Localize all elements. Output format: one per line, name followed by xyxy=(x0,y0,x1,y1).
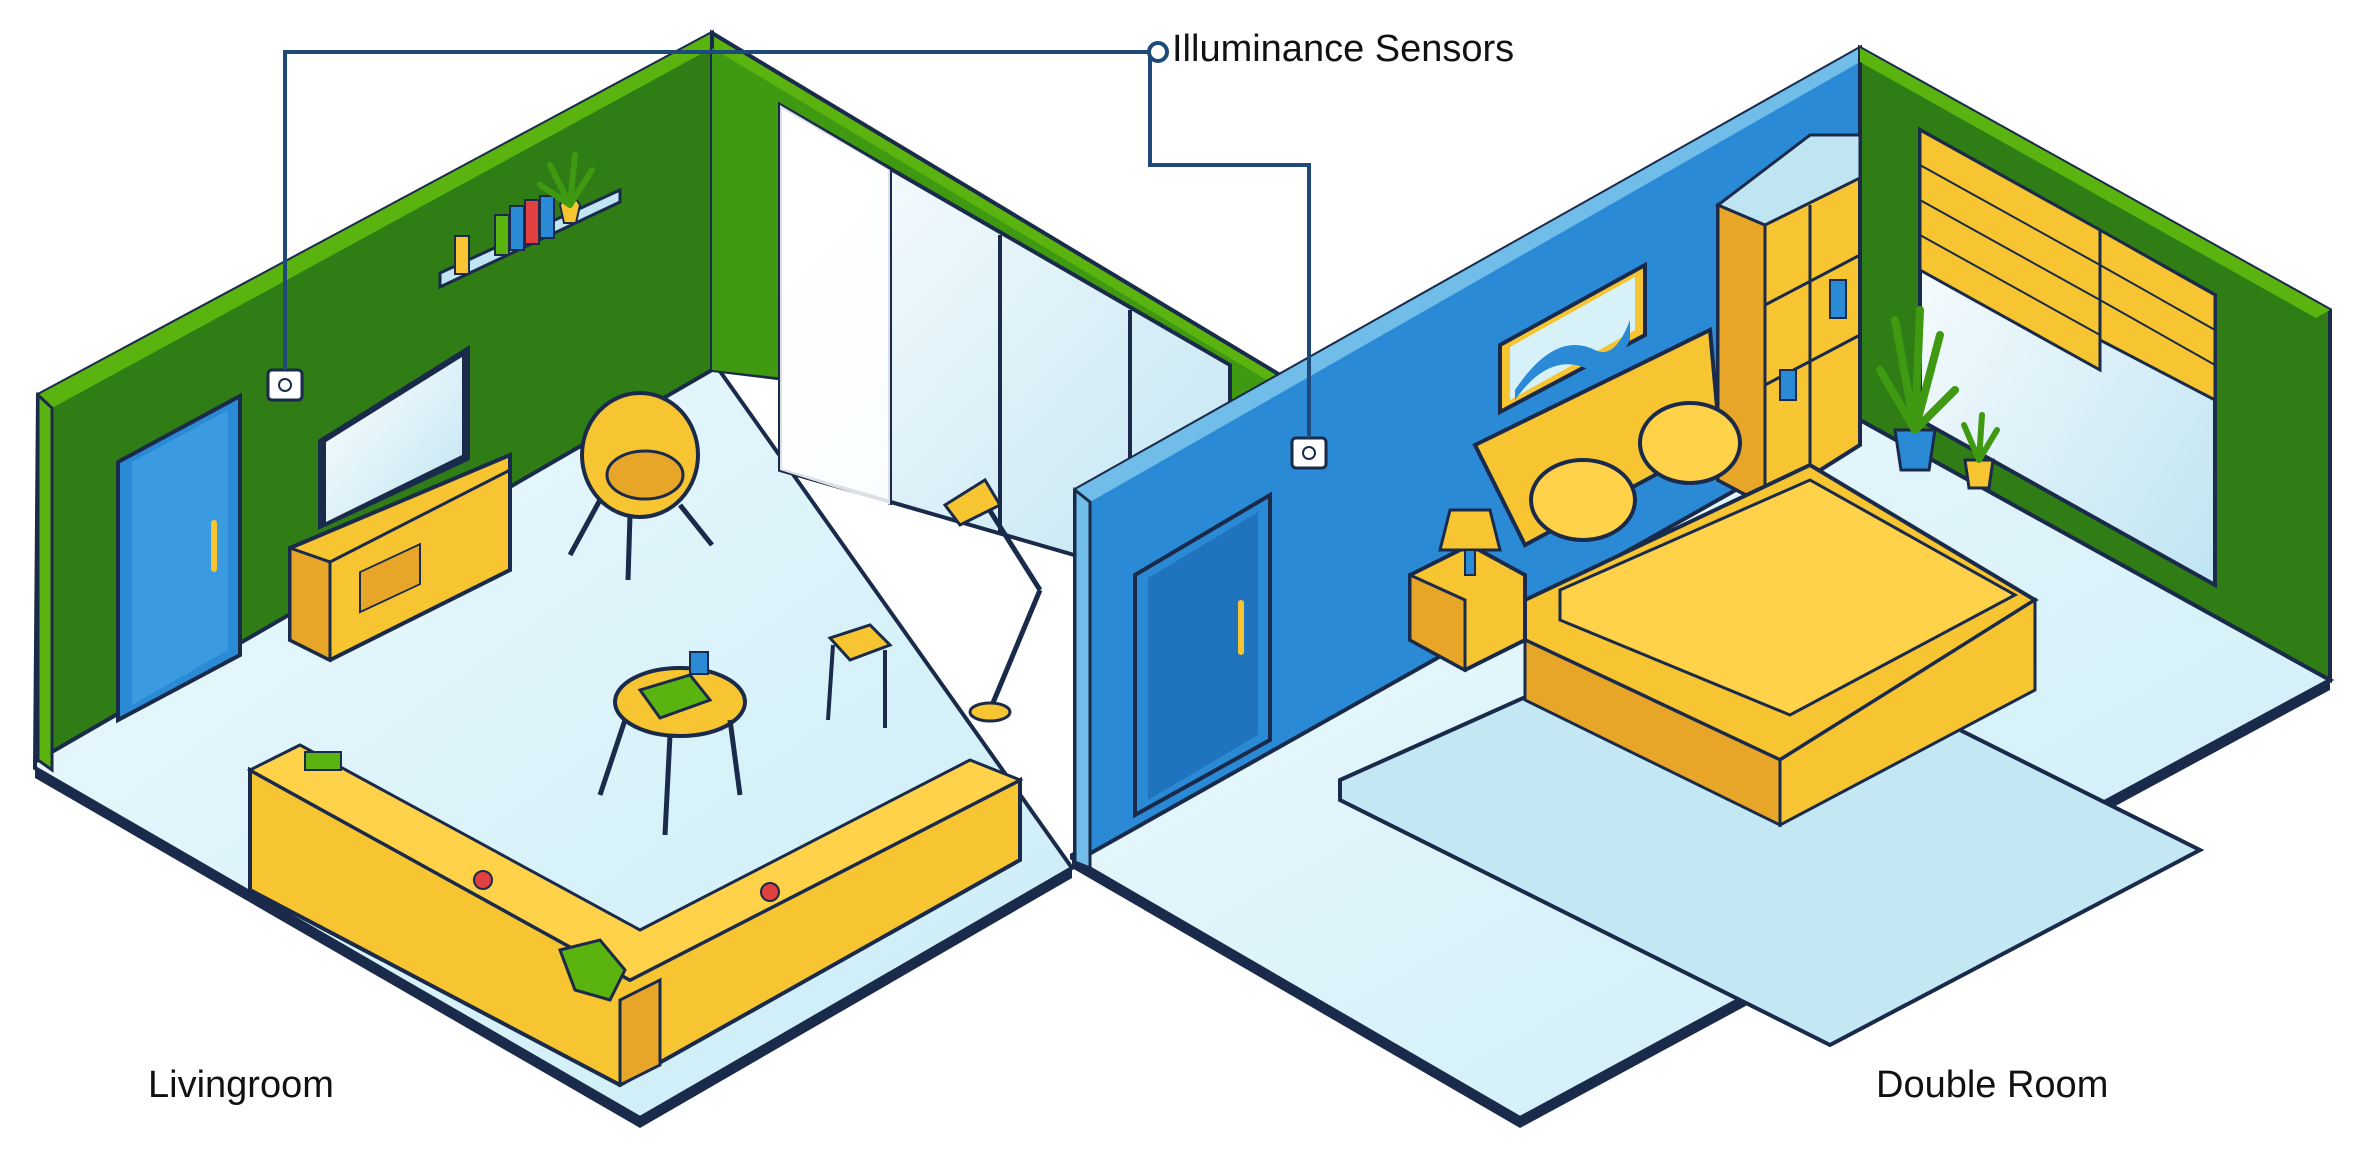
doubleroom-left-wall-cap xyxy=(1075,48,1860,502)
stool xyxy=(826,623,893,728)
table-icon xyxy=(597,651,747,836)
lamp-icon xyxy=(942,477,1043,723)
plant-icon xyxy=(1876,306,2000,490)
sensor-icon xyxy=(266,368,304,402)
doubleroom-right-wall-cap xyxy=(1860,48,2330,318)
livingroom-left-wall-edge xyxy=(36,391,54,773)
door-icon xyxy=(1133,491,1272,819)
sensor-icon xyxy=(1290,436,1328,470)
doubleroom xyxy=(1070,44,2335,1128)
painting-icon xyxy=(1498,261,1647,416)
double-room-label: Double Room xyxy=(1876,1064,2109,1106)
sofa-icon xyxy=(246,743,1024,1088)
lamp-icon xyxy=(1438,508,1502,576)
livingroom-left-wall-cap xyxy=(38,33,712,408)
door-icon xyxy=(116,392,242,724)
illuminance-sensors-label: Illuminance Sensors xyxy=(1172,28,1515,70)
plant-icon xyxy=(537,152,595,224)
chair-icon xyxy=(567,391,714,581)
nightstand xyxy=(1408,542,1527,673)
bed-icon xyxy=(1472,326,2039,828)
livingroom-label: Livingroom xyxy=(148,1064,334,1106)
tv-cabinet xyxy=(288,451,512,663)
doubleroom-left-wall-edge xyxy=(1073,486,1092,871)
sensor-callout-lines xyxy=(283,41,1311,438)
tv-icon xyxy=(318,345,470,530)
